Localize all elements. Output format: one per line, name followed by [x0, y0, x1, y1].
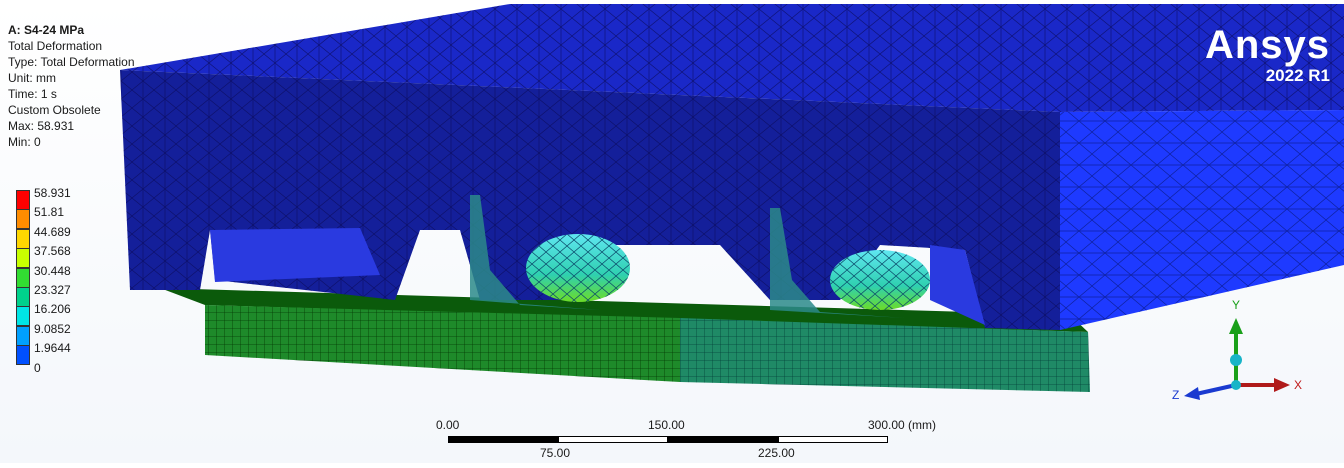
legend-label: 30.448 — [34, 263, 71, 278]
result-info: A: S4-24 MPa Total Deformation Type: Tot… — [8, 22, 135, 150]
triad-x-label: X — [1294, 378, 1303, 392]
scale-segment — [448, 436, 558, 443]
brand-name: Ansys — [1204, 23, 1330, 67]
legend-label: 23.327 — [34, 282, 71, 297]
legend-label: 37.568 — [34, 244, 71, 259]
result-custom: Custom Obsolete — [8, 103, 101, 117]
legend-label: 44.689 — [34, 224, 71, 239]
legend-swatch — [16, 325, 30, 346]
legend-swatch — [16, 228, 30, 249]
result-name: Total Deformation — [8, 39, 103, 53]
result-max: Max: 58.931 — [8, 119, 75, 133]
brand-version: 2022 R1 — [1265, 66, 1330, 85]
block — [120, 4, 1344, 330]
legend-swatch — [16, 286, 30, 307]
scale-segment — [778, 436, 888, 443]
legend-swatch — [16, 209, 30, 230]
base-plate — [160, 288, 1090, 392]
triad-z-label: Z — [1172, 388, 1180, 402]
analysis-title: A: S4-24 MPa — [8, 23, 85, 37]
scale-tick-label: 150.00 — [648, 418, 685, 432]
triad-icon — [1184, 318, 1290, 400]
scale-tick-label: 300.00 (mm) — [868, 418, 937, 432]
legend-label: 58.931 — [34, 186, 71, 200]
result-unit: Unit: mm — [8, 71, 56, 85]
legend-swatch — [16, 306, 30, 327]
triad-y-label: Y — [1232, 298, 1241, 312]
result-time: Time: 1 s — [8, 87, 57, 101]
deformed-specimens — [470, 195, 930, 318]
ansys-logo: Ansys 2022 R1 — [1205, 24, 1330, 86]
legend-swatch — [16, 190, 30, 210]
legend-label: 9.0852 — [34, 321, 71, 336]
legend-label: 0 — [34, 360, 41, 375]
scale-bar: 0.00 150.00 300.00 (mm) 75.00 225.00 — [436, 412, 960, 462]
legend-swatch — [16, 267, 30, 288]
legend-swatch — [16, 345, 30, 366]
scale-tick-label: 0.00 — [436, 418, 460, 432]
legend-label: 16.206 — [34, 302, 71, 317]
scale-tick-label: 75.00 — [540, 446, 571, 460]
scale-tick-label: 225.00 — [758, 446, 795, 460]
result-type: Type: Total Deformation — [8, 55, 135, 69]
result-min: Min: 0 — [8, 135, 41, 149]
scale-segment — [668, 436, 778, 443]
axis-triad[interactable]: Y X Z — [1168, 290, 1308, 410]
legend-label: 1.9644 — [34, 341, 71, 356]
scale-segment — [558, 436, 668, 443]
legend-swatch — [16, 248, 30, 269]
legend-label: 51.81 — [34, 205, 65, 220]
